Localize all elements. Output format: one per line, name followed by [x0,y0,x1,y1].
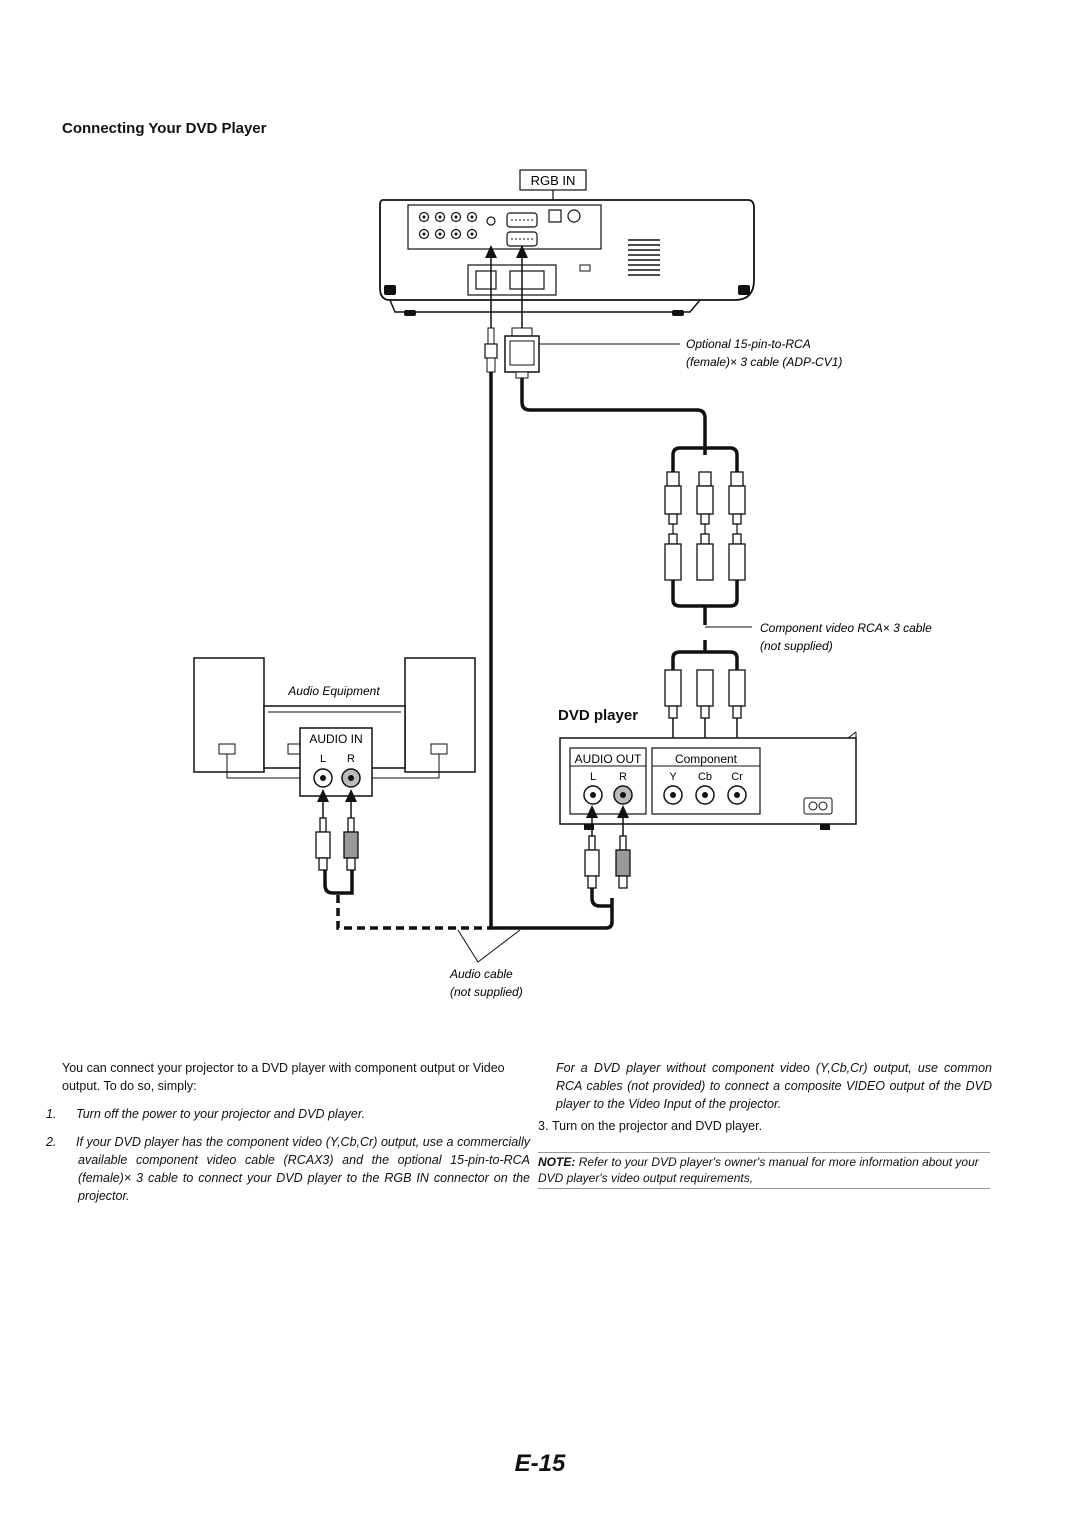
audio-mini-plug [484,327,498,373]
audio-in-arrows [317,789,357,818]
audio-out-l: L [590,771,596,783]
audio-out-label: AUDIO OUT [575,752,642,766]
dvd-audio-plugs [584,835,631,889]
step-3-text: Turn on the projector and DVD player. [552,1119,763,1133]
step-2-text: If your DVD player has the component vid… [76,1135,530,1203]
optional-cable-label-2: (female)× 3 cable (ADP-CV1) [686,355,842,369]
composite-note: For a DVD player without component video… [556,1061,992,1111]
rca-plugs-upper [664,471,746,581]
component-cr: Cr [731,771,743,783]
note-label: NOTE: [538,1155,576,1169]
step-2: 2. If your DVD player has the component v… [46,1133,530,1205]
step-1: 1. Turn off the power to your projector a… [46,1105,530,1123]
dvd-audio-arrows [586,805,629,836]
note-text: Refer to your DVD player's owner's manua… [538,1155,979,1185]
component-cable-label-2: (not supplied) [760,639,833,653]
component-cb: Cb [698,771,712,783]
cables [323,372,739,930]
page-number: E-15 [514,1450,566,1477]
audio-in-r: R [347,753,355,765]
component-label: Component [675,752,738,766]
note-box: NOTE: Refer to your DVD player's owner's… [538,1152,990,1189]
rca-plugs-dvd [664,669,746,719]
section-heading: Connecting Your DVD Player [62,120,267,137]
audio-cable-label-2: (not supplied) [450,985,523,999]
audio-out-r: R [619,771,627,783]
step-1-text: Turn off the power to your projector and… [76,1107,366,1121]
audio-cable-label-1: Audio cable [449,967,513,981]
audio-cable-dashed [336,895,491,930]
dvd-jacks [583,785,747,805]
audio-in-panel [299,727,373,797]
step-1-number: 1. [46,1107,57,1121]
rgb-in-label: RGB IN [531,173,576,188]
connection-diagram: RGB IN Optional 15-pin-to-RCA (female)× … [193,169,932,999]
step-2-number: 2. [46,1135,57,1149]
projector-illustration [379,199,755,316]
up-arrows [485,245,528,328]
audio-in-plugs [315,817,359,871]
audio-equipment-label: Audio Equipment [287,684,380,698]
intro-paragraph: You can connect your projector to a DVD … [62,1061,505,1093]
step-3-number: 3. [538,1119,549,1133]
audio-in-label: AUDIO IN [309,732,362,746]
step-3: 3.Turn on the projector and DVD player. [538,1117,990,1135]
dvd-player-title: DVD player [558,707,639,724]
optional-cable-label-1: Optional 15-pin-to-RCA [686,337,811,351]
component-cable-label-1: Component video RCA× 3 cable [760,621,932,635]
audio-in-l: L [320,753,326,765]
component-y: Y [669,771,677,783]
vga-plug [504,327,540,379]
audio-in-jacks [313,768,361,788]
